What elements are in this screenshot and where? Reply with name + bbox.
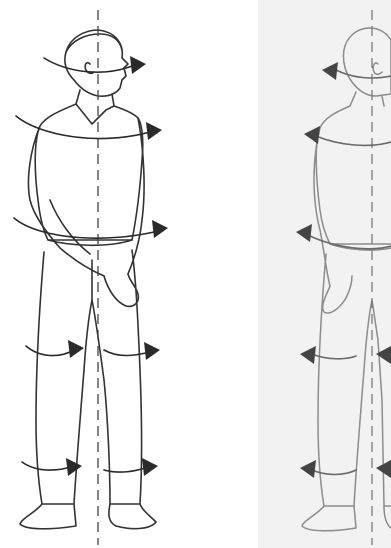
left-figure-head <box>65 30 128 96</box>
left-arrowhead-shoulder <box>146 122 162 140</box>
left-arrowhead-knee <box>144 342 160 360</box>
left-figure-foot-left <box>20 504 76 529</box>
left-arrow-knee-level <box>104 350 150 356</box>
left-arrowhead-head <box>130 56 146 74</box>
left-figure-collar <box>76 104 114 124</box>
left-arrowhead-waist <box>152 220 168 238</box>
left-figure <box>20 30 156 529</box>
left-arrowhead-shin-b <box>142 458 158 476</box>
left-figure-arm-left <box>28 126 104 276</box>
left-figure-hand <box>104 274 138 306</box>
left-figure-arm-right <box>128 118 144 274</box>
left-arrowhead-shin-a <box>66 458 82 476</box>
left-arrow-waist-level <box>14 218 162 238</box>
left-arrow-thigh-level <box>26 346 74 356</box>
left-figure-hair <box>66 34 122 52</box>
left-figure-neck <box>76 90 114 106</box>
left-figure-trousers <box>36 250 142 504</box>
left-arrow-shin-level-a <box>22 462 74 470</box>
left-figure-foot-right <box>109 504 156 529</box>
left-figure-torso <box>35 104 143 240</box>
left-arrowhead-thigh <box>68 340 84 358</box>
left-arrow-head-level <box>44 58 132 72</box>
